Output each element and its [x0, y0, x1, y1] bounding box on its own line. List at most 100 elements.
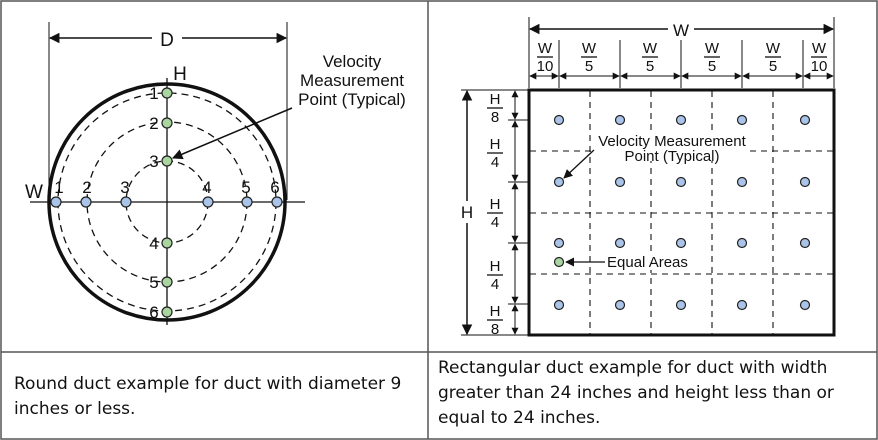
vertical-point-3 [161, 155, 173, 167]
horizontal-point-1 [50, 196, 62, 208]
vertical-point-label-3: 3 [149, 152, 158, 171]
horizontal-point-5 [241, 196, 253, 208]
horizontal-point-label-6: 6 [270, 178, 279, 197]
height-fraction-numerator: H [490, 303, 501, 320]
vertical-point-5 [161, 276, 173, 288]
width-label: W [673, 21, 689, 40]
rect-measurement-points [553, 114, 811, 311]
duct-outline [527, 88, 836, 337]
height-fraction-denominator: 4 [491, 214, 499, 231]
width-fraction-denominator: 10 [811, 58, 828, 75]
rect-point-r4-c3 [675, 299, 687, 311]
width-fraction-denominator: 5 [646, 58, 654, 75]
rect-point-r3-c5 [799, 237, 811, 249]
width-fraction-denominator: 5 [585, 58, 593, 75]
width-fraction-numerator: W [643, 40, 658, 57]
horizontal-point-4 [202, 196, 214, 208]
width-fraction-3: W 5 [642, 40, 658, 75]
rect-point-r1-c1 [553, 114, 565, 126]
rect-point-r2-c4 [736, 176, 748, 188]
vertical-point-label-6: 6 [149, 303, 158, 322]
rect-point-r3-c4 [736, 237, 748, 249]
rect-callout-line-1: Velocity Measurement [598, 133, 746, 150]
width-fraction-denominator: 5 [769, 58, 777, 75]
horizontal-axis-label: W [25, 182, 43, 203]
horizontal-point-label-5: 5 [241, 178, 250, 197]
rect-point-r2-c3 [675, 176, 687, 188]
rect-point-r4-c4 [736, 299, 748, 311]
callout-line-3: Point (Typical) [298, 90, 406, 109]
horizontal-point-label-4: 4 [202, 178, 211, 197]
rect-point-r1-c5 [799, 114, 811, 126]
vertical-point-1 [161, 87, 173, 99]
height-fraction-4: H 4 [487, 258, 503, 293]
rect-callout-leader [563, 149, 595, 179]
rect-point-r2-c1 [553, 176, 565, 188]
diameter-label: D [160, 30, 174, 51]
vertical-point-label-4: 4 [149, 234, 158, 253]
width-fraction-4: W 5 [704, 40, 720, 75]
callout-line-1: Velocity [323, 52, 382, 71]
height-fraction-5: H 8 [487, 303, 503, 338]
width-fraction-denominator: 5 [708, 58, 716, 75]
width-fraction-numerator: W [766, 40, 781, 57]
vertical-point-label-1: 1 [149, 84, 158, 103]
horizontal-point-2 [80, 196, 92, 208]
vertical-point-label-2: 2 [149, 114, 158, 133]
rect-point-r3-c1 [553, 237, 565, 249]
rect-point-r1-c4 [736, 114, 748, 126]
height-fraction-3: H 4 [487, 196, 503, 231]
callout-leader [172, 107, 293, 160]
height-fraction-denominator: 4 [491, 154, 499, 171]
width-fraction-numerator: W [705, 40, 720, 57]
height-fraction-2: H 4 [487, 136, 503, 171]
rect-point-r2-c2 [614, 176, 626, 188]
rectangular-duct-caption: Rectangular duct example for duct with w… [438, 358, 834, 428]
round-duct-caption: Round duct example for duct with diamete… [14, 374, 402, 419]
vertical-point-4 [161, 237, 173, 249]
rect-point-r1-c2 [614, 114, 626, 126]
equal-areas-label: Equal Areas [607, 254, 688, 271]
width-fraction-numerator: W [582, 40, 597, 57]
height-fraction-1: H 8 [487, 91, 503, 126]
horizontal-point-label-2: 2 [82, 178, 91, 197]
height-fraction-numerator: H [490, 196, 501, 213]
height-fraction-denominator: 8 [491, 109, 499, 126]
vertical-point-6 [161, 306, 173, 318]
round-duct-diagram: D H W Velocity Measurement Point (Typica… [25, 22, 406, 325]
callout-line-2: Measurement [300, 71, 404, 90]
height-fraction-numerator: H [490, 91, 501, 108]
width-fraction-2: W 5 [581, 40, 597, 75]
rect-point-r2-c5 [799, 176, 811, 188]
equal-areas-backdrop [604, 253, 692, 270]
rect-point-r1-c3 [675, 114, 687, 126]
callout-backdrop [592, 133, 750, 161]
horizontal-point-label-1: 1 [54, 178, 63, 197]
rect-point-r4-c1 [553, 299, 565, 311]
height-fraction-numerator: H [490, 258, 501, 275]
vertical-point-label-5: 5 [149, 273, 158, 292]
vertical-point-2 [161, 117, 173, 129]
rect-point-r3-c2 [614, 237, 626, 249]
rect-callout-line-2: Point (Typical) [624, 148, 719, 165]
vertical-axis-label: H [173, 64, 187, 85]
rectangular-duct-diagram: W W 10 W 5 W 5 W [461, 17, 836, 338]
equal-areas-point [553, 256, 565, 268]
height-fraction-numerator: H [490, 136, 501, 153]
horizontal-point-6 [271, 196, 283, 208]
width-fraction-numerator: W [812, 40, 827, 57]
width-fraction-5: W 5 [765, 40, 781, 75]
rect-point-r4-c5 [799, 299, 811, 311]
rect-point-r4-c2 [614, 299, 626, 311]
width-fraction-1: W 10 [537, 40, 554, 75]
horizontal-point-label-3: 3 [120, 178, 129, 197]
width-fraction-6: W 10 [811, 40, 828, 75]
width-fraction-numerator: W [538, 40, 553, 57]
width-fraction-denominator: 10 [537, 58, 554, 75]
height-label: H [461, 203, 473, 222]
height-fraction-denominator: 4 [491, 276, 499, 293]
height-fraction-denominator: 8 [491, 321, 499, 338]
horizontal-point-3 [120, 196, 132, 208]
